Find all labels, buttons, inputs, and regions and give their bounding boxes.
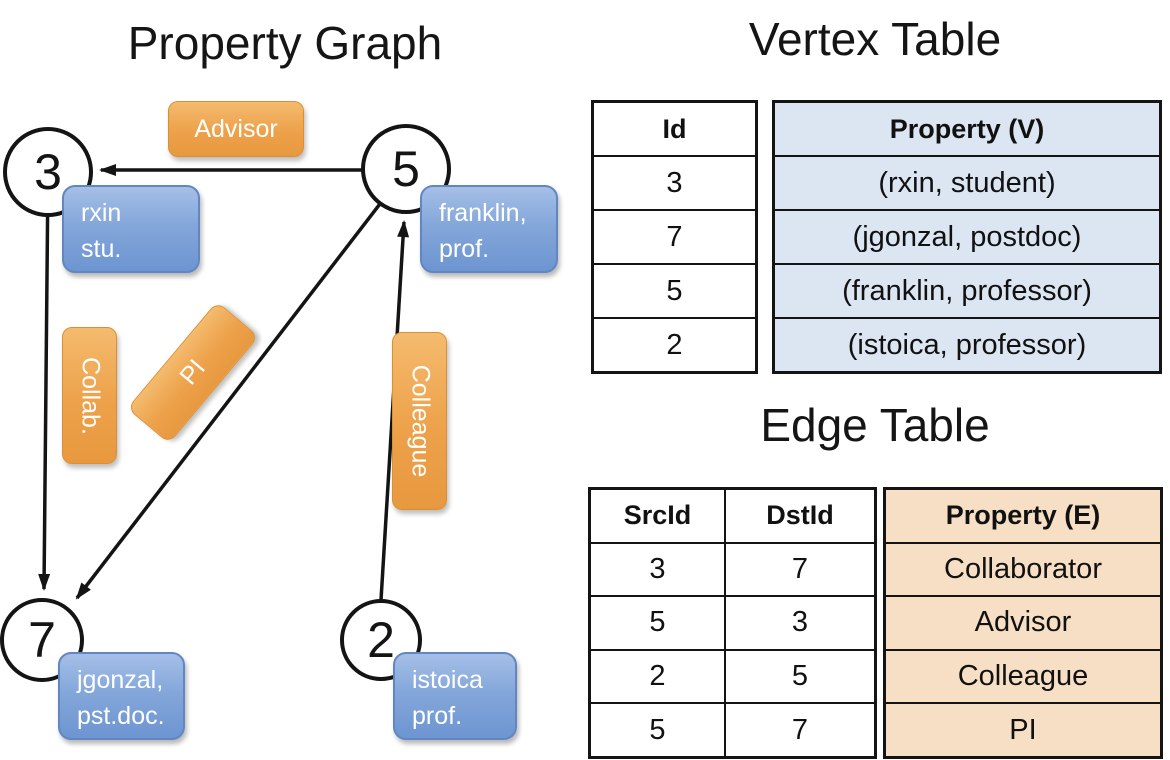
edge-table-srcid-header: SrcId	[591, 490, 726, 542]
vertex-table-id-column: Id 3 7 5 2	[591, 100, 758, 374]
edge-dst-cell: 3	[791, 606, 809, 639]
vertex-id-cell: 7	[594, 211, 755, 265]
edge-property-cell: Colleague	[886, 650, 1160, 705]
edge-table-row: 5 7	[591, 704, 874, 756]
vertex-id-cell: 5	[594, 265, 755, 319]
vertex-id-cell: 3	[594, 157, 755, 211]
vertex-table-property-column: Property (V) (rxin, student) (jgonzal, p…	[772, 100, 1162, 374]
node-label-line2: prof.	[412, 701, 463, 730]
node-label-line2: stu.	[81, 234, 122, 263]
edge-label-advisor: Advisor	[168, 101, 304, 157]
vertex-property-cell: (franklin, professor)	[775, 265, 1159, 319]
edge-table-property-header: Property (E)	[886, 490, 1160, 544]
edge-table-id-columns: SrcId DstId 3 7 5 3 2 5 5 7	[588, 487, 877, 759]
edge-dst-cell: 7	[791, 713, 809, 746]
node-circle-3: 3	[3, 127, 93, 217]
vertex-property-cell: (rxin, student)	[775, 157, 1159, 211]
edge-label-collab: Collab.	[62, 327, 117, 464]
node-id: 3	[34, 144, 62, 200]
node-label-line1: istoica	[412, 666, 483, 694]
vertex-table-property-header: Property (V)	[775, 103, 1159, 157]
edge-line-pi-5-7	[75, 168, 408, 600]
edge-src-cell: 2	[591, 650, 726, 703]
edge-table-row: 2 5	[591, 650, 874, 705]
property-graph-title: Property Graph	[127, 17, 443, 69]
node-id: 5	[392, 141, 420, 197]
node-label-line1: franklin,	[439, 199, 527, 227]
edge-label-text: Collab.	[76, 356, 104, 435]
edge-line-collab-3-7	[38, 171, 51, 591]
node-label-istoica: istoica prof.	[393, 652, 517, 740]
edge-label-colleague: Colleague	[392, 332, 447, 510]
node-id: 2	[367, 612, 395, 668]
vertex-table-title: Vertex Table	[748, 13, 1002, 65]
node-label-line2: pst.doc.	[77, 701, 165, 730]
edge-table-row: 3 7	[591, 543, 874, 598]
edge-table-title: Edge Table	[760, 399, 990, 451]
edge-table-property-column: Property (E) Collaborator Advisor Collea…	[883, 487, 1163, 759]
vertex-property-cell: (jgonzal, postdoc)	[775, 211, 1159, 265]
edge-src-cell: 3	[591, 543, 726, 596]
edge-property-cell: Advisor	[886, 597, 1160, 651]
node-label-line1: rxin	[81, 199, 122, 227]
vertex-table-id-header: Id	[594, 103, 755, 157]
edge-dst-cell: 5	[791, 660, 809, 693]
vertex-property-cell: (istoica, professor)	[775, 319, 1159, 371]
edge-property-cell: Collaborator	[886, 543, 1160, 598]
node-label-jgonzal: jgonzal, pst.doc.	[58, 652, 185, 740]
node-label-franklin: franklin, prof.	[420, 185, 558, 273]
edge-table-header-row: SrcId DstId	[591, 490, 874, 544]
edge-src-cell: 5	[591, 597, 726, 649]
node-label-line2: prof.	[439, 234, 490, 263]
edge-dst-cell: 7	[791, 552, 809, 585]
edge-table-row: 5 3	[591, 597, 874, 651]
edge-src-cell: 5	[591, 704, 726, 756]
edge-table-dstid-header: DstId	[766, 500, 834, 531]
vertex-id-cell: 2	[666, 328, 683, 361]
node-label-rxin: rxin stu.	[62, 185, 200, 273]
edge-property-cell: PI	[886, 704, 1160, 756]
edge-label-text: Colleague	[406, 364, 434, 478]
node-label-line1: jgonzal,	[77, 666, 164, 694]
node-id: 7	[28, 612, 56, 668]
